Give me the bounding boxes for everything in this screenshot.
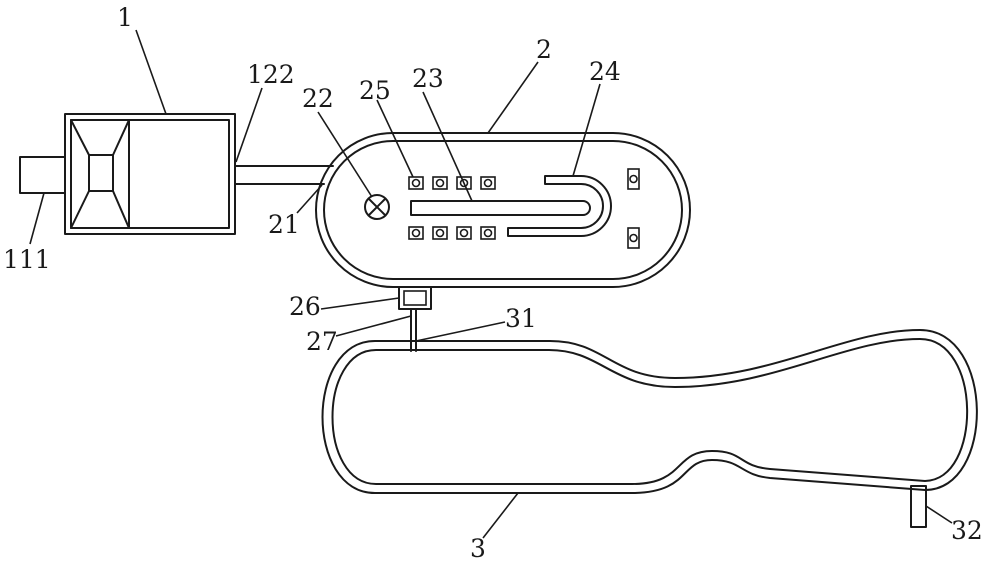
label-27: 27 xyxy=(306,327,338,356)
component-3-pad xyxy=(321,329,978,494)
label-111: 111 xyxy=(3,245,51,274)
label-24: 24 xyxy=(589,57,621,86)
label-22: 22 xyxy=(302,84,334,113)
label-122: 122 xyxy=(247,60,295,89)
component-2-housing xyxy=(315,132,691,288)
side-buttons xyxy=(627,168,640,249)
label-1: 1 xyxy=(117,3,133,32)
connector-26 xyxy=(398,286,432,310)
connecting-pipe-122 xyxy=(234,165,334,185)
outlet-32 xyxy=(910,485,927,528)
indicator-row-bottom xyxy=(408,226,496,240)
label-25: 25 xyxy=(359,76,391,105)
tube-27 xyxy=(410,308,417,352)
label-2: 2 xyxy=(536,35,552,64)
indicator-row-top-25 xyxy=(408,176,496,190)
label-3: 3 xyxy=(470,534,486,563)
inlet-111 xyxy=(19,156,66,194)
label-31: 31 xyxy=(505,304,537,333)
label-21: 21 xyxy=(268,210,300,239)
leader-lines xyxy=(29,29,953,539)
slot-23 xyxy=(410,200,591,216)
label-32: 32 xyxy=(951,516,983,545)
component-1-box xyxy=(64,113,236,235)
label-23: 23 xyxy=(412,64,444,93)
u-channel-24 xyxy=(507,175,612,237)
label-26: 26 xyxy=(289,292,321,321)
knob-22 xyxy=(364,194,390,220)
